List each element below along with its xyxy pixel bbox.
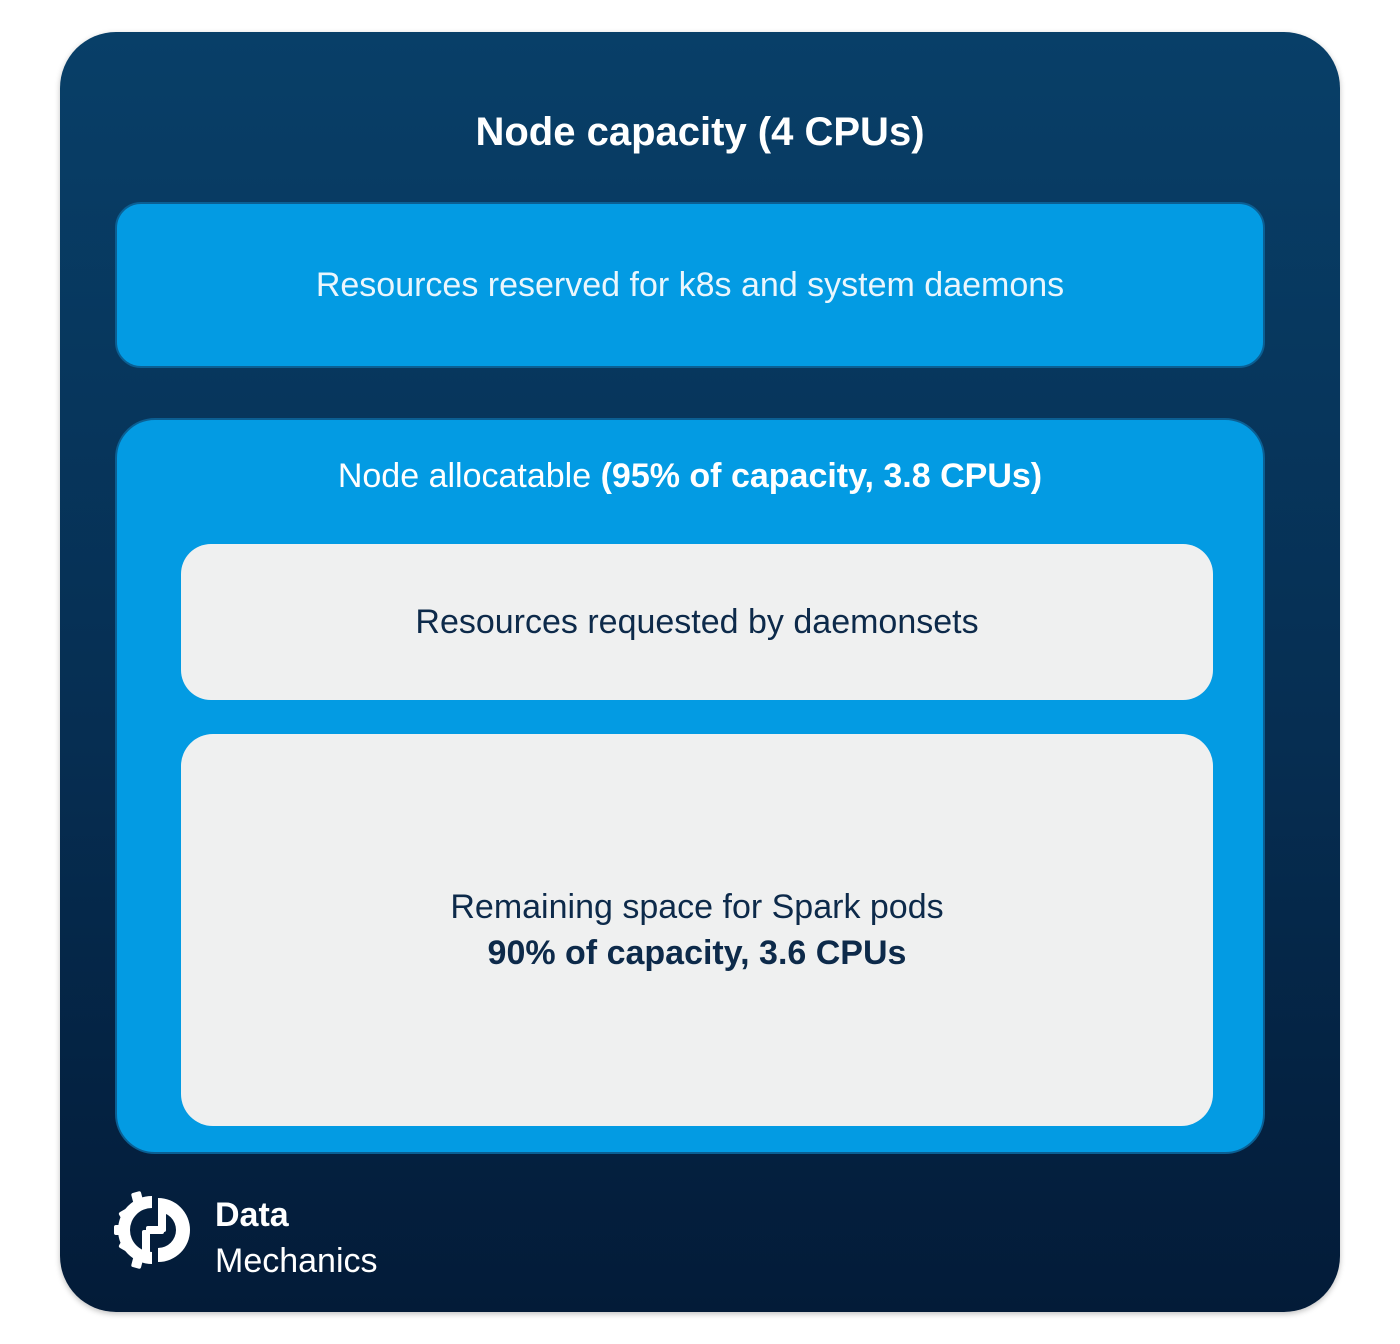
node-allocatable-detail: (95% of capacity, 3.8 CPUs) <box>600 457 1043 495</box>
node-allocatable-heading: Node allocatable (95% of capacity, 3.8 C… <box>117 454 1263 498</box>
brand-line-2: Mechanics <box>215 1242 378 1280</box>
spark-pods-detail: 90% of capacity, 3.6 CPUs <box>487 934 907 972</box>
node-allocatable-label: Node allocatable <box>337 457 592 495</box>
gear-logo-icon <box>112 1190 192 1270</box>
brand-name: Data Mechanics <box>215 1192 378 1284</box>
spark-pods-box: Remaining space for Spark pods 90% of ca… <box>181 734 1213 1126</box>
daemonsets-label: Resources requested by daemonsets <box>415 602 979 641</box>
reserved-resources-box: Resources reserved for k8s and system da… <box>115 202 1265 368</box>
daemonsets-box: Resources requested by daemonsets <box>181 544 1213 700</box>
node-allocatable-box: Node allocatable (95% of capacity, 3.8 C… <box>115 418 1265 1154</box>
diagram-title: Node capacity (4 CPUs) <box>475 110 925 154</box>
reserved-resources-label: Resources reserved for k8s and system da… <box>315 265 1065 304</box>
spark-pods-label: Remaining space for Spark pods <box>450 888 944 926</box>
node-capacity-container: Node capacity (4 CPUs) Resources reserve… <box>60 32 1340 1312</box>
brand-line-1: Data <box>215 1196 289 1234</box>
